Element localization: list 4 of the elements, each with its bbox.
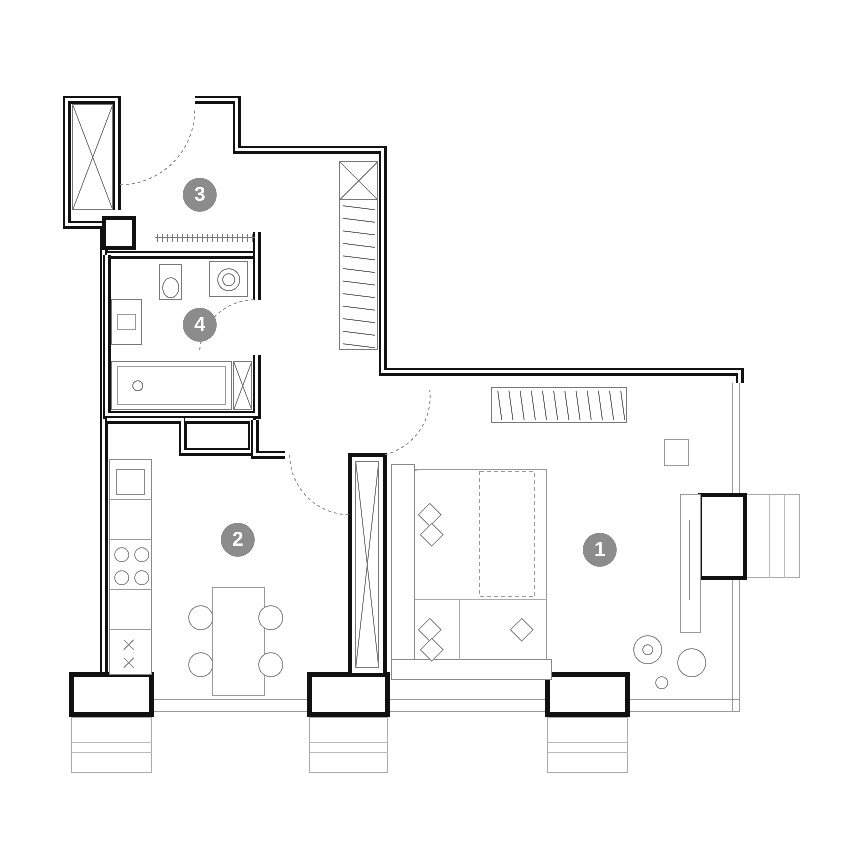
room-number: 1 [583, 533, 617, 567]
room-number: 4 [183, 308, 217, 342]
room-number: 3 [183, 178, 217, 212]
room-number: 2 [221, 523, 255, 557]
